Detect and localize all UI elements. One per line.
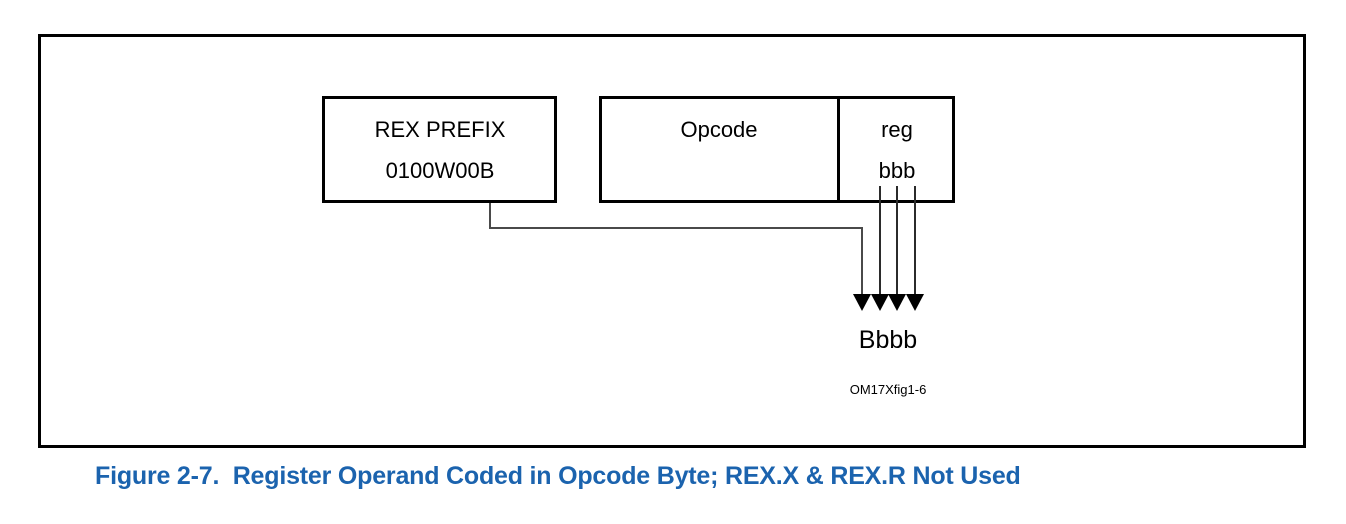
figure-reference-id: OM17Xfig1-6 [850, 382, 927, 397]
figure-caption: Figure 2-7. Register Operand Coded in Op… [95, 462, 1021, 490]
output-label-bbbb: Bbbb [859, 326, 917, 354]
reg-field-line1: reg [881, 117, 913, 142]
arrowhead-bit-b3 [906, 294, 924, 311]
rex-prefix-box [322, 96, 557, 203]
arrowhead-rex-b [853, 294, 871, 311]
arrowhead-bit-b1 [871, 294, 889, 311]
rex-b-connector [489, 203, 863, 294]
rex-prefix-line2: 0100W00B [386, 158, 495, 183]
arrowhead-bit-b2 [888, 294, 906, 311]
reg-field-line2: bbb [879, 158, 916, 183]
rex-prefix-line1: REX PREFIX [375, 117, 506, 142]
opcode-byte-box [599, 96, 955, 203]
opcode-label: Opcode [680, 117, 757, 142]
